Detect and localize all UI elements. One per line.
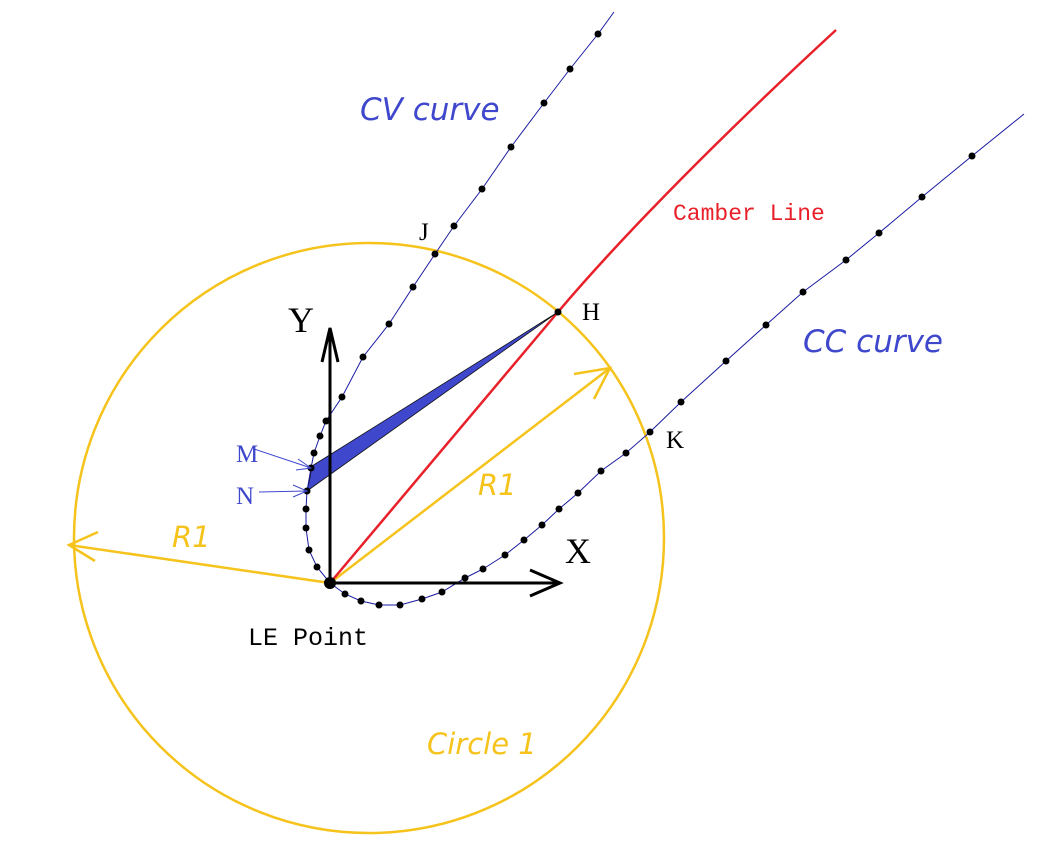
point-h-label: H: [582, 299, 600, 326]
point-j-label: J: [419, 219, 429, 246]
y-axis: [320, 327, 340, 583]
curve-point: [538, 521, 546, 529]
point-n-label: N: [236, 483, 254, 510]
cc-curve-label: CC curve: [803, 324, 943, 360]
curve-point: [646, 428, 654, 436]
curve-point: [450, 222, 458, 230]
camber-line: [329, 29, 837, 584]
radius-arrow-left: [66, 530, 331, 585]
curve-point: [554, 308, 562, 316]
curve-point: [762, 321, 770, 329]
point-k-label: K: [666, 427, 684, 454]
point-m-label: M: [236, 441, 258, 468]
curve-points: [302, 30, 976, 609]
curve-point: [438, 588, 446, 596]
curve-point: [385, 320, 393, 328]
curve-point: [540, 99, 548, 107]
curve-point: [520, 536, 528, 544]
curve-point: [722, 357, 730, 365]
curve-point: [316, 432, 324, 440]
circle-1: [72, 241, 666, 835]
curve-point: [677, 398, 685, 406]
x-axis-label: X: [565, 531, 591, 571]
curve-point: [875, 229, 883, 237]
curve-point: [555, 505, 563, 513]
y-axis-label: Y: [288, 300, 314, 340]
r1-left-label: R1: [172, 520, 211, 554]
curve-point: [396, 601, 404, 609]
radius-arrow-right: [329, 366, 613, 584]
curve-point: [574, 489, 582, 497]
curve-point: [622, 449, 630, 457]
blade-wedge: [306, 311, 559, 492]
curve-point: [409, 283, 417, 291]
cv-curve-label: CV curve: [360, 92, 500, 128]
curve-point: [302, 505, 310, 513]
curve-point: [418, 595, 426, 603]
m-pointer: [253, 448, 313, 471]
le-point-label: LE Point: [248, 624, 368, 653]
curve-point: [566, 65, 574, 73]
n-pointer: [258, 484, 309, 498]
curve-point: [594, 30, 602, 38]
circle-1-label: Circle 1: [427, 727, 537, 761]
curve-point: [375, 601, 383, 609]
curve-point: [799, 288, 807, 296]
curve-point: [507, 143, 515, 151]
curve-point: [479, 565, 487, 573]
curve-point: [341, 590, 349, 598]
curve-point: [461, 574, 469, 582]
curve-point: [305, 546, 313, 554]
curve-point: [357, 597, 365, 605]
curve-point: [310, 449, 318, 457]
curve-point: [359, 353, 367, 361]
curve-point: [501, 551, 509, 559]
camber-line-label: Camber Line: [673, 201, 825, 227]
curve-point: [431, 250, 439, 258]
curve-point: [322, 417, 330, 425]
curve-point: [313, 563, 321, 571]
curve-point: [968, 152, 976, 160]
curve-point: [338, 393, 346, 401]
x-axis: [330, 568, 564, 598]
curve-point: [842, 256, 850, 264]
le-point-marker: [324, 577, 336, 589]
curve-point: [597, 467, 605, 475]
r1-right-label: R1: [478, 468, 517, 502]
curve-point: [918, 193, 926, 201]
curve-point: [302, 524, 310, 532]
curve-point: [478, 185, 486, 193]
